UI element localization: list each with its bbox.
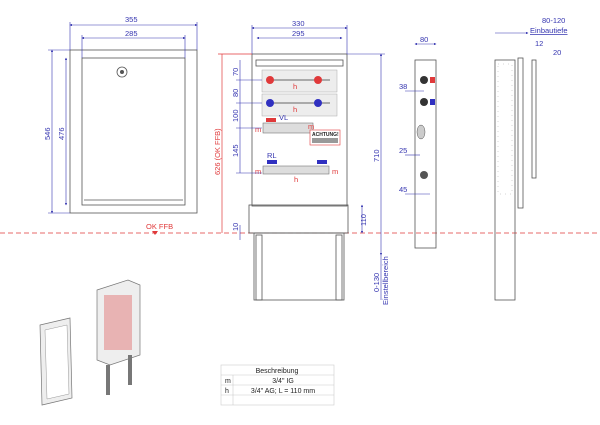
dim-10: 10 bbox=[231, 223, 240, 231]
dim-25: 25 bbox=[399, 146, 407, 155]
adjust-label: Einstellbereich bbox=[381, 256, 390, 305]
dim-side-depth: 80 bbox=[420, 35, 428, 44]
dim-center-width-inner: 295 bbox=[292, 29, 305, 38]
marker-h: h bbox=[293, 105, 297, 114]
table-title: Beschreibung bbox=[256, 368, 299, 375]
dim-12: 12 bbox=[535, 39, 543, 48]
dim-70: 70 bbox=[231, 68, 240, 76]
marker-m: m bbox=[255, 167, 261, 176]
front-view: 355 285 546 476 bbox=[43, 15, 198, 214]
table-key: h bbox=[225, 388, 229, 395]
dim-20: 20 bbox=[553, 48, 561, 57]
dim-front-height-inner: 476 bbox=[57, 127, 66, 140]
cold-valve-icon bbox=[266, 99, 274, 107]
isometric-views bbox=[39, 279, 141, 406]
dim-710: 710 bbox=[372, 149, 381, 162]
return-label: RL bbox=[267, 151, 277, 160]
table-value: 3/4" IG bbox=[272, 378, 294, 385]
legend-table: Beschreibung m 3/4" IG h 3/4" AG; L = 11… bbox=[220, 364, 335, 406]
dim-110: 110 bbox=[359, 214, 368, 226]
floor-label: OK FFB bbox=[146, 222, 173, 231]
dim-front-width-inner: 285 bbox=[125, 29, 138, 38]
marker-m: m bbox=[332, 167, 338, 176]
marker-h: h bbox=[294, 175, 298, 184]
dim-center-width-outer: 330 bbox=[292, 19, 305, 28]
marker-h: h bbox=[293, 82, 297, 91]
marker-m: m bbox=[308, 122, 314, 131]
table-value: 3/4" AG; L = 110 mm bbox=[251, 388, 315, 395]
dim-80: 80 bbox=[231, 89, 240, 97]
marker-m: m bbox=[255, 125, 261, 134]
dim-45: 45 bbox=[399, 185, 407, 194]
dim-front-height-outer: 546 bbox=[43, 127, 52, 140]
dim-626-ok-ffb: 626 (OK FFB) bbox=[213, 128, 222, 175]
dim-front-width-outer: 355 bbox=[125, 15, 138, 24]
floor-marker-icon bbox=[152, 231, 158, 235]
install-depth-label: Einbautiefe bbox=[530, 26, 568, 35]
side-view: 80 38 25 45 bbox=[399, 35, 437, 249]
hot-valve-icon bbox=[266, 76, 274, 84]
dim-100: 100 bbox=[231, 109, 240, 122]
warning-label: ACHTUNG! bbox=[312, 132, 339, 138]
flow-label: VL bbox=[279, 113, 288, 122]
dim-145: 145 bbox=[231, 144, 240, 157]
dim-adjust-range: 0-130 bbox=[372, 273, 381, 292]
dim-install-depth: 80-120 bbox=[542, 16, 565, 25]
rear-view: 80-120 Einbautiefe 12 20 bbox=[494, 16, 568, 301]
center-view: h h VL m m ACHTUNG! RL m m h 330 295 70 … bbox=[213, 19, 390, 305]
table-key: m bbox=[225, 378, 231, 385]
lock-icon bbox=[116, 66, 128, 78]
dim-38: 38 bbox=[399, 82, 407, 91]
